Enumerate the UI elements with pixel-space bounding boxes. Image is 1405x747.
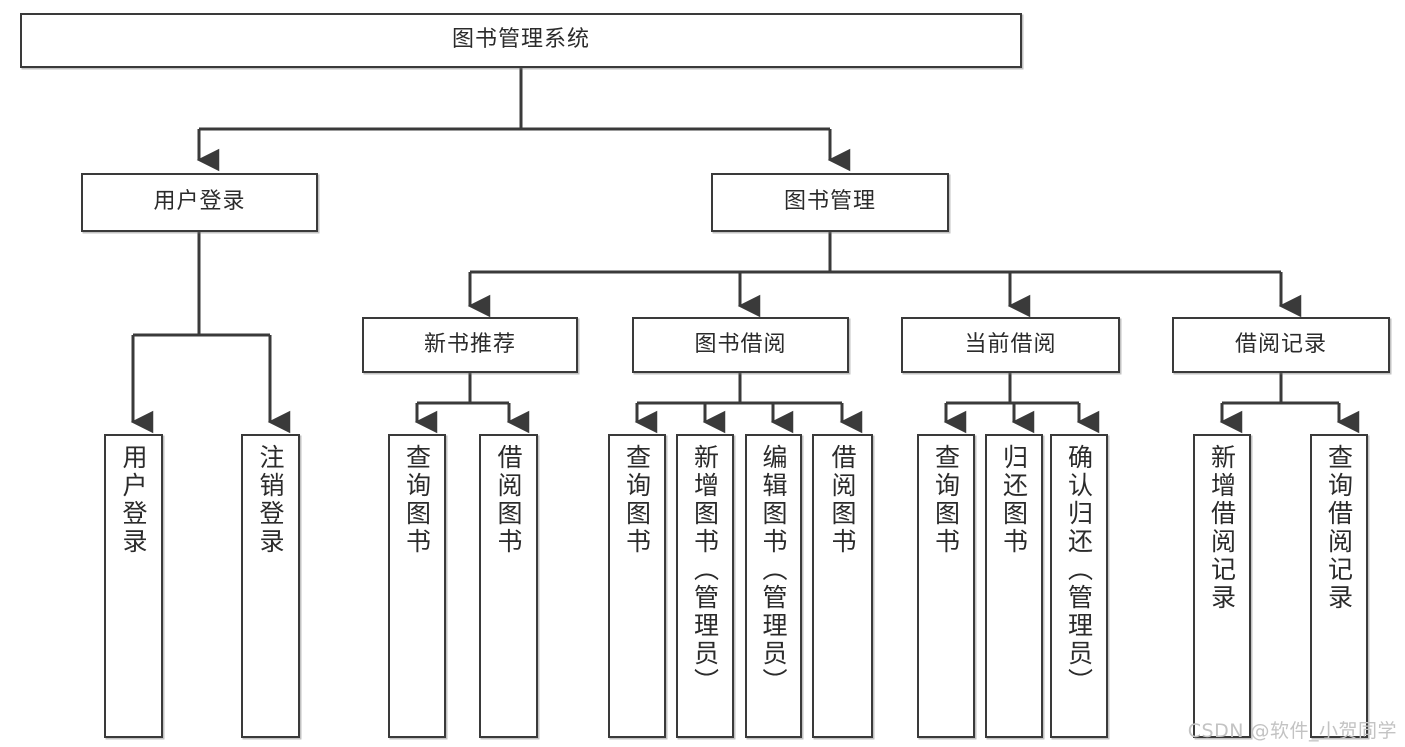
node-leaf-query-book-1[interactable]: 查询图书 bbox=[388, 434, 446, 738]
node-leaf-add-book-admin[interactable]: 新增图书（管理员） bbox=[676, 434, 734, 738]
node-borrow-record[interactable]: 借阅记录 bbox=[1172, 317, 1390, 373]
node-label: 用户登录 bbox=[119, 444, 148, 556]
node-book-management-system[interactable]: 图书管理系统 bbox=[20, 13, 1022, 68]
node-leaf-logout-login[interactable]: 注销登录 bbox=[241, 434, 300, 738]
node-leaf-user-login[interactable]: 用户登录 bbox=[104, 434, 163, 738]
node-leaf-query-book-2[interactable]: 查询图书 bbox=[608, 434, 666, 738]
node-label: 注销登录 bbox=[256, 444, 285, 556]
node-label: 图书管理 bbox=[783, 189, 876, 215]
node-new-book-recommend[interactable]: 新书推荐 bbox=[362, 317, 578, 373]
node-label: 图书借阅 bbox=[694, 331, 787, 357]
node-leaf-edit-book-admin[interactable]: 编辑图书（管理员） bbox=[745, 434, 802, 738]
node-label: 借阅图书 bbox=[494, 444, 523, 556]
node-leaf-add-borrow-record[interactable]: 新增借阅记录 bbox=[1193, 434, 1251, 738]
node-leaf-borrow-book-1[interactable]: 借阅图书 bbox=[479, 434, 538, 738]
csdn-watermark: CSDN @软件_小贺同学 bbox=[1187, 720, 1397, 742]
node-label: 查询图书 bbox=[931, 444, 961, 556]
node-label: 归还图书 bbox=[999, 444, 1029, 556]
node-label: 查询借阅记录 bbox=[1324, 444, 1354, 612]
node-user-login[interactable]: 用户登录 bbox=[81, 173, 318, 232]
node-label: 查询图书 bbox=[402, 444, 432, 556]
node-label: 编辑图书（管理员） bbox=[759, 444, 788, 696]
node-leaf-confirm-return-admin[interactable]: 确认归还（管理员） bbox=[1050, 434, 1108, 738]
node-label: 借阅记录 bbox=[1234, 331, 1327, 357]
node-label: 新书推荐 bbox=[423, 331, 516, 357]
node-label: 新增图书（管理员） bbox=[690, 444, 720, 696]
node-book-borrow[interactable]: 图书借阅 bbox=[632, 317, 849, 373]
node-label: 图书管理系统 bbox=[451, 27, 590, 53]
node-leaf-return-book[interactable]: 归还图书 bbox=[985, 434, 1043, 738]
node-current-borrow[interactable]: 当前借阅 bbox=[901, 317, 1120, 373]
node-label: 新增借阅记录 bbox=[1207, 444, 1237, 612]
node-label: 当前借阅 bbox=[964, 331, 1057, 357]
node-label: 查询图书 bbox=[622, 444, 652, 556]
node-leaf-query-borrow-record[interactable]: 查询借阅记录 bbox=[1310, 434, 1368, 738]
node-book-management[interactable]: 图书管理 bbox=[711, 173, 949, 232]
node-label: 确认归还（管理员） bbox=[1064, 444, 1094, 696]
node-leaf-query-book-3[interactable]: 查询图书 bbox=[917, 434, 975, 738]
node-leaf-borrow-book-2[interactable]: 借阅图书 bbox=[812, 434, 873, 738]
node-label: 借阅图书 bbox=[828, 444, 857, 556]
node-label: 用户登录 bbox=[153, 189, 246, 215]
